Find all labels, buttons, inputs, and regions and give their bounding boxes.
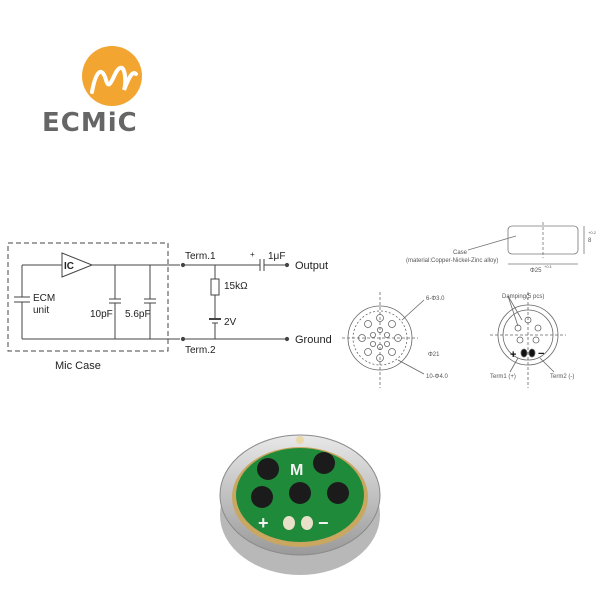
holes-small-label: 6-Φ3.0 [426, 296, 445, 302]
photo-pin-icon [296, 436, 304, 444]
photo-hole-icon [257, 458, 279, 480]
ground-dot [284, 336, 290, 342]
photo-hole-icon [327, 482, 349, 504]
photo-pad-icon [283, 516, 295, 530]
pad-term1-label: Term1 (+) [490, 374, 516, 380]
front-hole-view: 6-Φ3.0 Φ21 10-Φ4.0 [342, 292, 448, 388]
brand-name: ECMiC [42, 108, 138, 138]
pad-dot-icon [528, 348, 536, 358]
pads-inner-circle [502, 309, 554, 361]
diameter-tol: +0.1 [544, 264, 553, 269]
output-label: Output [295, 260, 328, 272]
logo-m-glyph-icon [90, 65, 138, 94]
case-material-label: (material:Copper-Nickel-Zinc alloy) [406, 258, 498, 264]
front-holes [358, 314, 402, 362]
term1-leader [509, 357, 519, 373]
hole-icon [377, 344, 384, 351]
hole-icon [364, 320, 372, 328]
ic-amplifier-icon [61, 252, 94, 278]
ground-label: Ground [295, 334, 332, 346]
front-inner-circle [352, 310, 408, 366]
ic-label: IC [64, 261, 74, 272]
damping-leader-1 [507, 295, 523, 321]
pad-plus-symbol: + [510, 349, 516, 361]
hole-icon [364, 348, 372, 356]
output-dot [284, 262, 290, 268]
back-pads-view: Damping(5 pcs) + − Term1 (+) Term2 (-) [490, 292, 574, 388]
photo-hole-icon [251, 486, 273, 508]
hole-icon [369, 341, 376, 348]
pads-outer-circle [497, 304, 559, 366]
hole-icon [358, 334, 366, 342]
diameter-label: Φ25 [530, 268, 542, 274]
hole-icon [394, 334, 402, 342]
height-label: 8 [588, 238, 592, 244]
product-photo: M + − [219, 434, 381, 575]
ecm-label-1: ECM [33, 293, 55, 304]
height-tol: +0.2 [588, 230, 597, 235]
damping-hole-icon [516, 336, 524, 344]
hole-icon [388, 348, 396, 356]
ecm-label-2: unit [33, 305, 49, 316]
photo-hole-icon [289, 482, 311, 504]
term2-leader [539, 357, 555, 373]
front-outer-circle [347, 305, 413, 371]
cap1-label: 10pF [90, 309, 113, 320]
mic-case-label: Mic Case [55, 360, 101, 372]
circuit-diagram: ECM unit IC 10pF 5.6pF Term.1 Term.2 15k… [7, 242, 332, 372]
mic-case-outline [7, 242, 169, 352]
damping-hole-icon [534, 324, 542, 332]
hole-icon [376, 354, 384, 362]
leader-large-holes [397, 359, 425, 375]
term1-label: Term.1 [185, 251, 216, 262]
holes-large-label: 10-Φ4.0 [426, 374, 448, 380]
hole-icon [388, 320, 396, 328]
hole-icon [384, 341, 391, 348]
hole-icon [384, 332, 391, 339]
damping-leader-2 [507, 295, 519, 327]
pad-term2-label: Term2 (-) [550, 374, 574, 380]
hole-icon [376, 314, 384, 322]
hole-icon [377, 327, 384, 334]
case-leader-line [467, 235, 517, 251]
damping-hole-icon [524, 316, 532, 324]
leader-small-holes [401, 299, 425, 321]
photo-hole-icon [313, 452, 335, 474]
pad-dot-icon [520, 348, 528, 358]
resistor-icon [210, 278, 220, 296]
resistor-label: 15kΩ [224, 281, 248, 292]
ccap-label: 1μF [268, 251, 285, 262]
photo-minus-symbol: − [318, 513, 329, 533]
photo-plus-symbol: + [258, 513, 269, 533]
damping-label: Damping(5 pcs) [502, 294, 544, 300]
photo-m-letter: M [290, 462, 303, 479]
hole-icon [369, 332, 376, 339]
cap2-label: 5.6pF [125, 309, 151, 320]
case-side-drawing: Case (material:Copper-Nickel-Zinc alloy)… [406, 222, 597, 274]
pad-minus-symbol: − [538, 348, 544, 360]
inner-diameter-label: Φ21 [428, 352, 440, 358]
photo-pad-icon [301, 516, 313, 530]
term2-label: Term.2 [185, 345, 216, 356]
ccap-plus: + [250, 250, 255, 259]
supply-label: 2V [224, 317, 237, 328]
brand-logo [82, 46, 142, 106]
damping-hole-icon [532, 336, 540, 344]
case-label: Case [453, 250, 468, 256]
